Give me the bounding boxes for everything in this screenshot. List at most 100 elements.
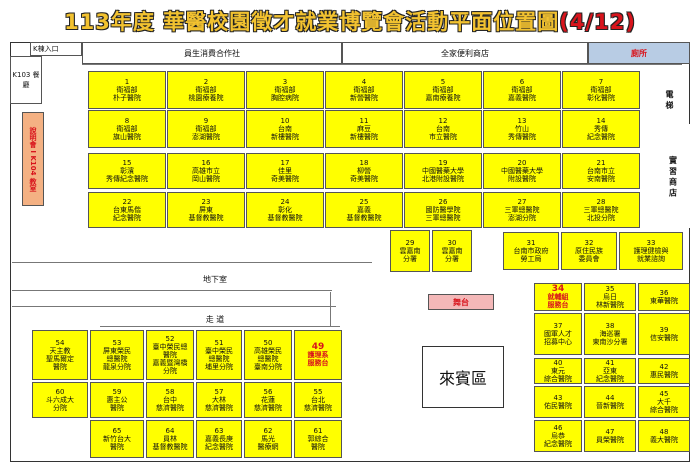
title-date: (4/12) [559,10,636,34]
booth-number: 9 [203,117,209,125]
booth-number: 57 [214,388,224,396]
booth-number: 37 [553,322,563,330]
booth-number: 19 [438,159,448,167]
elevator-label: 電 梯 [665,89,674,109]
booth-number: 17 [280,159,290,167]
booth-number: 43 [553,394,563,402]
top-wall-line [82,64,682,65]
booth-name: 新竹台大 醫院 [103,435,131,451]
practice-shop: 實 習 商 店 [656,124,690,228]
booth-name: 就輔組 服務台 [547,293,569,309]
booth-name: 彰化 基督教醫院 [267,206,303,222]
booth-number: 13 [517,117,527,125]
booth-number: 31 [526,239,536,247]
booth-number: 20 [517,159,527,167]
booth-name: 東華醫院 [650,297,678,305]
booth-name: 台南市政府 勞工局 [513,247,549,263]
booth-name: 嘉義長庚 紀念醫院 [205,435,233,451]
booth-name: 台東馬偕 紀念醫院 [113,206,141,222]
booth-number: 44 [605,394,615,402]
booth-number: 49 [311,342,325,352]
booth-name: 衛福部 澎湖醫院 [192,125,220,141]
booth-name: 衛福部 桃園療養院 [188,86,224,102]
booth-name: 護理健檢與 就業諮詢 [633,247,669,263]
booth-name: 烏日 林新醫院 [596,293,624,309]
booth-number: 51 [214,339,224,347]
booth-number: 30 [447,239,457,247]
booth-number: 40 [553,359,563,367]
booth-number: 39 [659,326,669,334]
corridor-line-bottom [100,326,340,327]
title-main: 113年度 華醫校園徵才就業博覽會活動平面位置圖 [64,10,560,34]
corridor-line-top [12,306,336,307]
booth-name: 護理系 服務台 [307,351,329,367]
booth-number: 21 [596,159,606,167]
basement-label: 地下室 [203,275,227,284]
booth-number: 52 [165,335,175,343]
booth-number: 11 [359,117,369,125]
booth-number: 23 [201,198,211,206]
booth-name: 佳里 奇美醫院 [271,167,299,183]
basement-line-top [12,262,372,263]
booth-number: 55 [313,388,323,396]
booth-name: 義大醫院 [650,436,678,444]
booth-name: 惠主公 醫院 [106,396,128,412]
booth-number: 62 [263,427,273,435]
booth-number: 10 [280,117,290,125]
booth-name: 衛福部 朴子醫院 [113,86,141,102]
booth-number: 22 [122,198,132,206]
booth-name: 海巡署 東南沙分署 [592,330,628,346]
booth-name: 中國醫藥大學 北港附設醫院 [422,167,464,183]
page-title: 113年度 華醫校園徵才就業博覽會活動平面位置圖(4/12) [0,6,700,36]
booth-name: 員林 基督教醫院 [152,435,188,451]
booth-name: 屏東榮民 總醫院 龍泉分院 [103,347,131,371]
booth-name: 馬光 醫療網 [257,435,279,451]
booth-name: 原住民族 委員會 [575,247,603,263]
booth-number: 35 [605,285,615,293]
booth-number: 64 [165,427,175,435]
corridor-label: 走 道 [205,315,225,324]
booth-number: 32 [584,239,594,247]
booth-number: 5 [440,78,446,86]
booth-number: 26 [438,198,448,206]
booth-number: 65 [112,427,122,435]
booth-name: 台北 慈濟醫院 [304,396,332,412]
booth-name: 亞東 紀念醫院 [596,367,624,383]
booth-number: 56 [263,388,273,396]
booth-name: 天主教 聖馬爾定 醫院 [46,347,74,371]
booth-name: 三軍總醫院 澎湖分院 [504,206,540,222]
booth-number: 36 [659,289,669,297]
